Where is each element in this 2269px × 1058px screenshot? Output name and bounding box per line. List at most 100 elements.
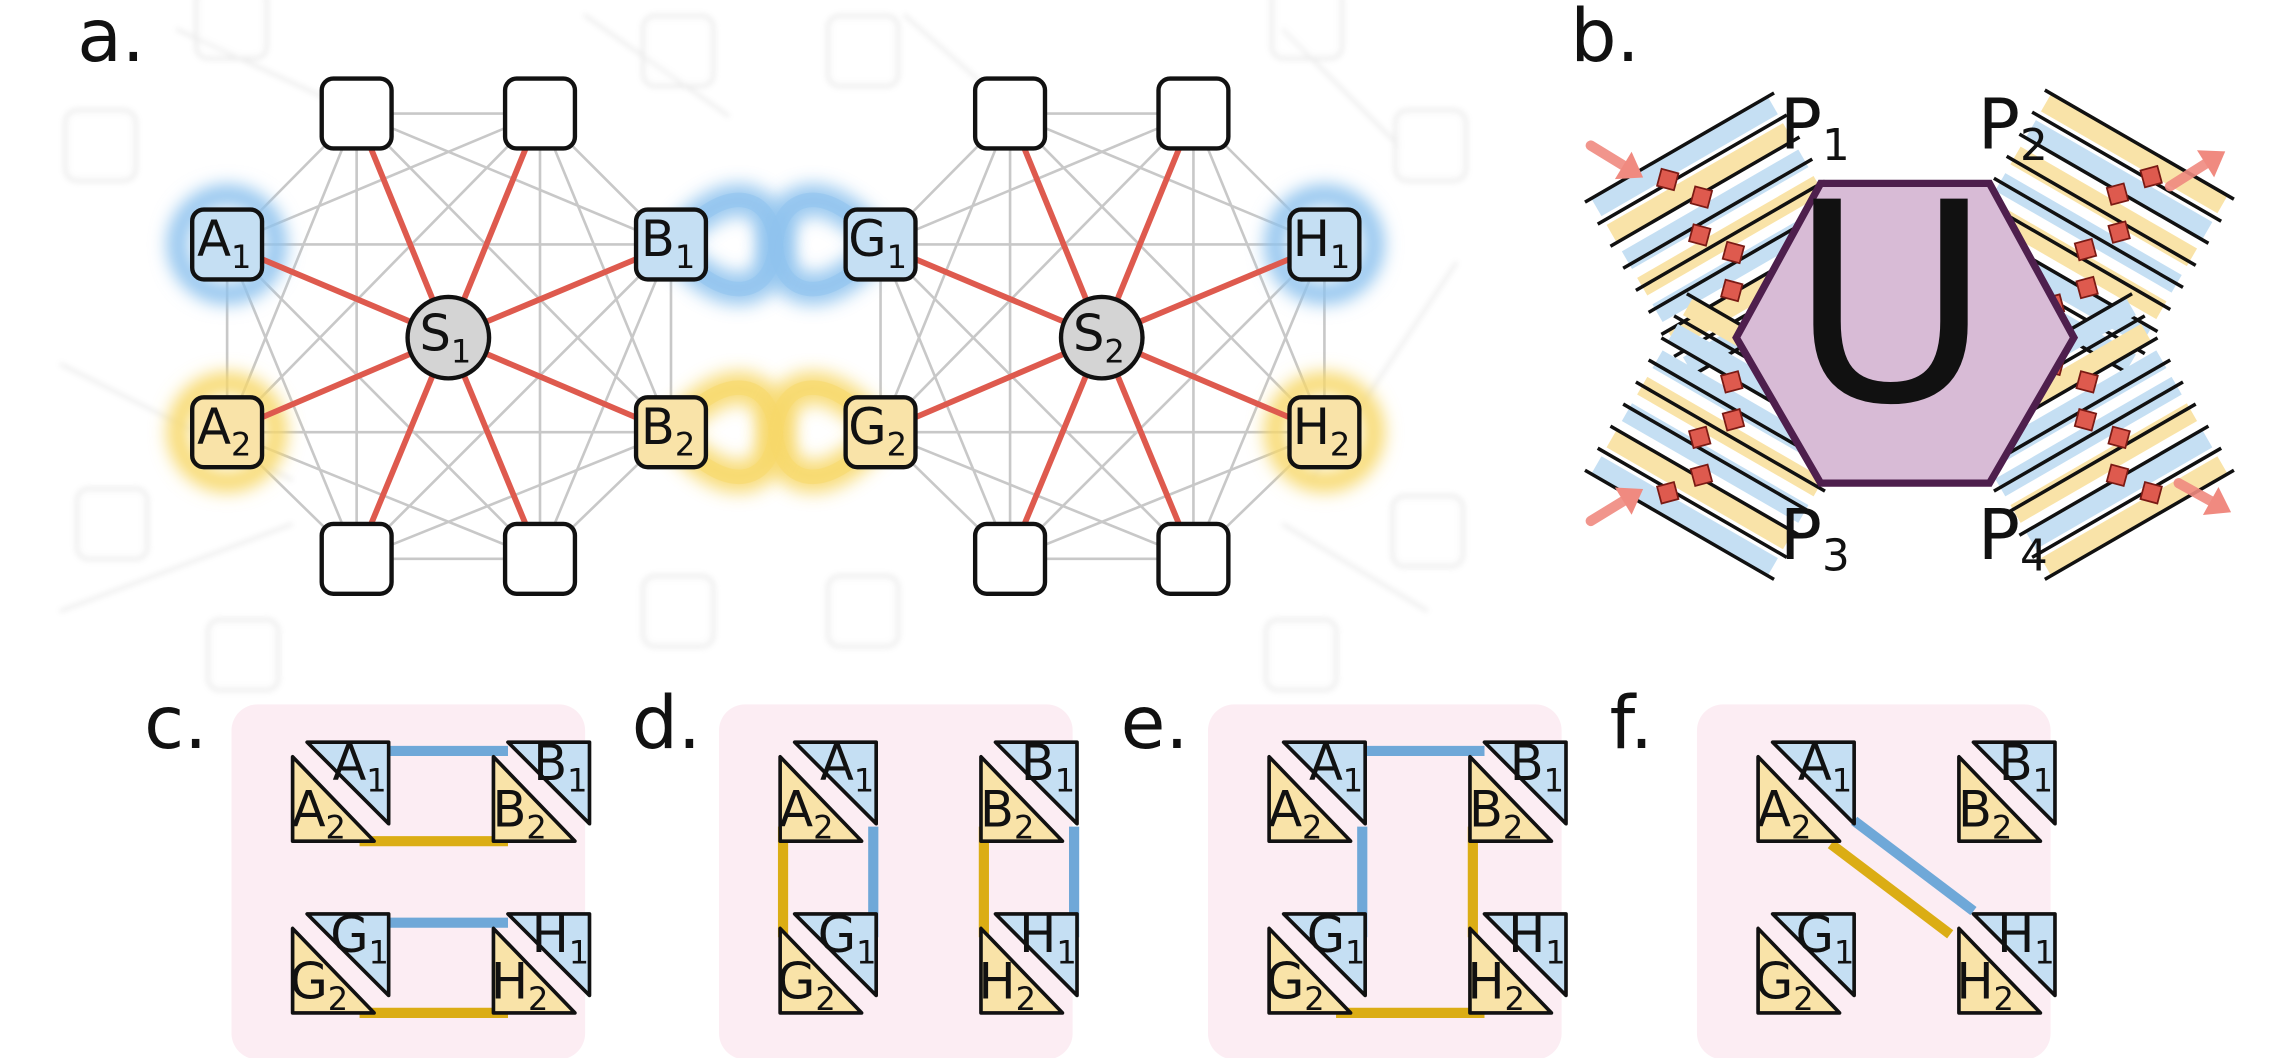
triangle-blue [506, 912, 592, 998]
triangle-label-yellow-sub: 2 [1304, 980, 1324, 1018]
triangle-label-yellow-main: A [779, 781, 813, 839]
waveguide-line [1993, 176, 2184, 289]
glow-ring [1264, 184, 1385, 305]
input-arrow-2 [1585, 496, 1629, 527]
triangle-label-blue: A1 [1798, 734, 1852, 800]
triangle-label-blue-sub: 1 [1055, 762, 1075, 800]
port-label-3-main: P [1780, 495, 1822, 576]
triangle-yellow [1756, 754, 1842, 843]
faded-node [825, 13, 901, 89]
triangle-label-blue: H1 [532, 906, 590, 972]
waveguide-line [1596, 113, 1788, 226]
triangle-yellow [979, 754, 1065, 843]
node-B2: B2 [633, 395, 709, 470]
output-arrow-1 [2164, 158, 2211, 192]
triangle-blue [1482, 740, 1568, 826]
waveguide-band [1979, 350, 2167, 470]
triangle-label-blue-main: B [1999, 734, 2033, 792]
phase-shifter [2139, 164, 2163, 189]
triangle-label-blue: B1 [1021, 734, 1075, 800]
triangle-blue [1971, 740, 2057, 826]
triangle-label-blue-sub: 1 [1544, 762, 1564, 800]
triangle-yellow [1468, 754, 1554, 843]
triangle-label-yellow-main: G [289, 952, 327, 1010]
triangle-label-yellow: G2 [289, 952, 348, 1018]
waveguide-line [1980, 358, 2172, 471]
triangle-yellow [1267, 926, 1353, 1015]
node-H2: H2 [1287, 395, 1362, 470]
triangle-label-yellow-main: H [1467, 952, 1504, 1010]
node-box [1287, 395, 1362, 470]
waveguide-line [1622, 157, 1814, 270]
triangle-label-blue-main: A [1309, 734, 1343, 792]
triangle-label-blue-main: A [820, 734, 854, 792]
triangle-label-yellow-sub: 2 [1791, 808, 1811, 846]
node-label-H2: H2 [1293, 398, 1351, 464]
center-circle [405, 294, 492, 381]
node-box [1287, 207, 1362, 282]
triangle-blue [1971, 912, 2057, 998]
triangle-label-blue-main: B [533, 734, 567, 792]
triangle-blue [993, 912, 1079, 998]
node-box [190, 207, 265, 282]
triangle-label-blue-sub: 1 [369, 933, 389, 971]
panel-b-label: b. [1570, 0, 1639, 79]
phase-shifter [1689, 463, 1714, 488]
triangle-label-blue-main: A [332, 734, 366, 792]
blank-node [972, 76, 1048, 151]
center-label-1-sub: 1 [451, 332, 471, 370]
phase-shifter [1720, 278, 1744, 303]
waveguide-line [1622, 402, 1814, 515]
triangle-label-blue-main: H [1508, 906, 1545, 964]
waveguide-line [2005, 154, 2197, 267]
triangle-label-blue-sub: 1 [1545, 933, 1565, 971]
faded-node [641, 574, 716, 649]
node-label-G2-main: G [848, 398, 886, 456]
blank-node [319, 521, 394, 596]
node-label-A1-main: A [197, 210, 231, 268]
triangle-label-yellow-sub: 2 [1505, 980, 1525, 1018]
phase-shifter [2107, 425, 2131, 450]
faded-node [194, 0, 269, 61]
triangle-blue [792, 912, 879, 998]
gray-edge [879, 243, 1195, 560]
blank-node [502, 521, 578, 596]
blank-node [972, 521, 1048, 596]
center-node-2: S2 [1058, 294, 1145, 381]
triangle-label-blue-sub: 1 [2034, 933, 2054, 971]
link-yellow [1827, 840, 1954, 939]
triangle-label-yellow: G2 [777, 952, 836, 1018]
waveguide-band [1979, 199, 2167, 320]
triangle-label-yellow-main: H [1956, 952, 1993, 1010]
port-label-4: P4 [1978, 495, 2048, 582]
node-G2: G2 [843, 395, 918, 470]
triangle-label-yellow-main: A [1268, 781, 1302, 839]
node-A2: A2 [190, 395, 265, 470]
waveguide-line [2031, 446, 2223, 559]
port-label-3: P3 [1780, 495, 1850, 582]
waveguide-band [1606, 429, 1794, 550]
triangle-yellow [290, 926, 376, 1015]
triangle-yellow [1468, 926, 1554, 1015]
triangle-label-blue-main: G [1307, 906, 1345, 964]
triangle-label-yellow-main: A [1757, 781, 1791, 839]
triangle-label-yellow-sub: 2 [1793, 980, 1813, 1018]
link-layer [1827, 816, 1977, 939]
triangle-yellow [979, 926, 1065, 1015]
triangle-blue [792, 740, 879, 826]
unitary-hexagon [1732, 179, 2079, 487]
triangle-blue [1281, 912, 1367, 998]
triangle-label-blue: A1 [820, 734, 874, 800]
node-box [190, 395, 265, 470]
triangle-label-yellow: B2 [1958, 781, 2012, 847]
